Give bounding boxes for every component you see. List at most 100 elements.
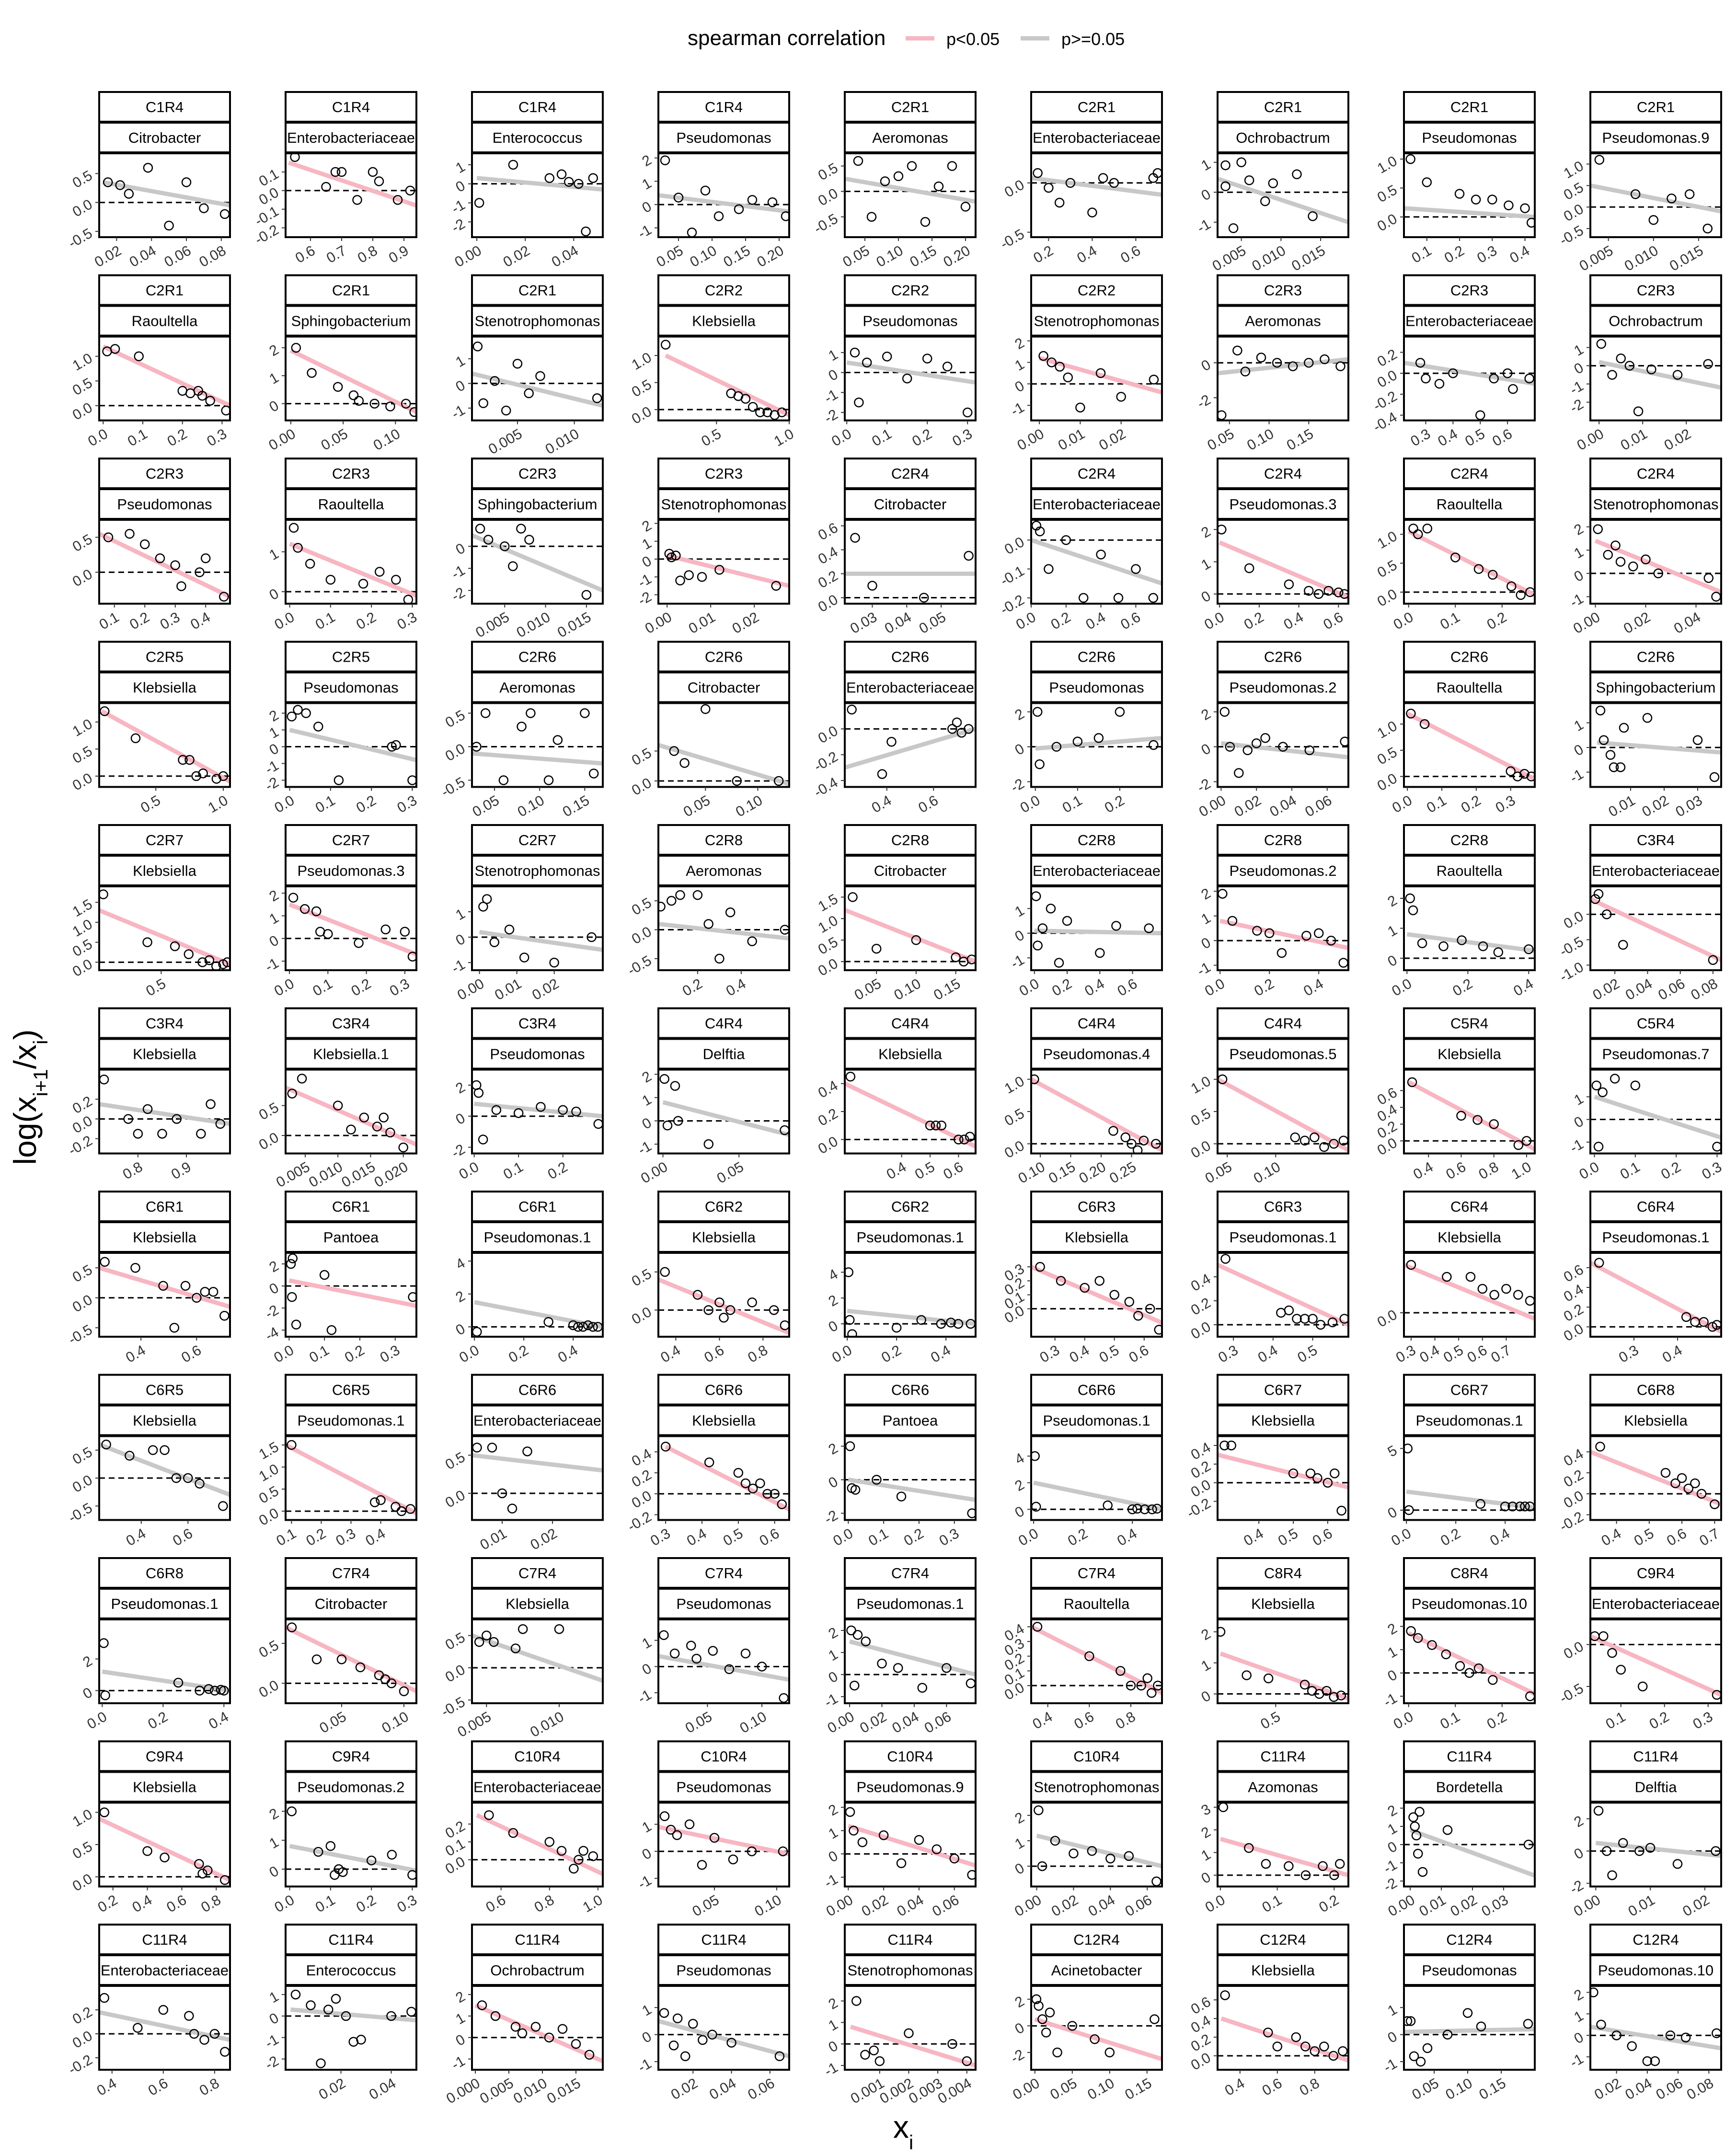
x-tick-label: 0.15 [907,242,939,270]
regression-line [1035,735,1162,751]
regression-line [288,161,416,208]
data-point [1108,1126,1118,1136]
y-tick-label: 0.0 [70,566,95,590]
data-point [1609,762,1619,772]
y-tick-label: -2 [1195,776,1214,796]
regression-line [849,1639,976,1677]
data-point [1326,935,1336,946]
y-tick-label: 0.4 [1002,1621,1027,1644]
facet-strip-taxon [1589,1221,1722,1253]
y-tick-label: 0.0 [443,1487,468,1511]
data-point [1646,364,1656,375]
y-tick-label: 0.0 [256,184,282,208]
panel-frame [844,1985,977,2071]
data-point [1065,178,1076,188]
y-tick-label: 0 [1199,741,1214,758]
panel-frame [657,1252,790,1338]
data-point [480,708,491,718]
data-point [293,705,303,715]
y-tick-label: 1.0 [816,913,841,936]
data-point [1147,1688,1157,1698]
facet-taxon-label: Klebsiella [1251,1412,1315,1429]
data-point [936,1120,947,1131]
panel-frame [844,152,977,238]
data-point [1607,1648,1617,1658]
facet-taxon-label: Klebsiella [692,1229,756,1246]
data-point [1634,1846,1644,1856]
regression-line [99,532,230,599]
data-point [725,907,736,917]
x-tick-label: 0.00 [643,609,675,637]
facet-taxon-label: Enterobacteriaceae [1592,1595,1720,1612]
panel-plot-area [1404,1260,1535,1321]
data-point [1422,2043,1433,2053]
data-point [197,957,207,967]
x-tick-label: 0.00 [455,975,487,1003]
y-tick-label: 2 [453,1079,468,1097]
x-tick-label: 0.10 [874,242,906,270]
facet-strip-group [657,1557,790,1589]
y-tick-label: 4 [826,1266,841,1284]
facet-strip-taxon [1217,1771,1349,1803]
facet-taxon-label: Raoultella [132,313,198,330]
data-point [1256,353,1266,363]
panel-plot-area [845,1267,976,1337]
data-point [1063,372,1073,383]
data-point [849,1825,859,1836]
data-point [947,2039,957,2049]
x-tick-label: 0.4 [1660,1342,1685,1365]
x-tick-label: 0.2 [1316,1892,1342,1915]
panel-plot-area [1590,155,1721,234]
data-point [558,1105,568,1115]
data-point [1473,1663,1484,1674]
facet-group-label: C11R4 [887,1931,932,1948]
regression-line [289,348,416,414]
facet-strip-taxon [844,488,977,520]
x-tick-label: 0.3 [378,1342,403,1365]
data-point [544,1837,555,1847]
data-point [307,368,317,378]
data-point [1220,1990,1230,2000]
data-point [1489,1290,1499,1300]
facet-taxon-label: Pseudomonas.10 [1412,1595,1527,1612]
y-tick-label: 0.0 [1561,908,1587,932]
y-tick-label: 0 [826,2038,841,2056]
data-point [170,560,180,571]
x-tick-label: 0.2 [1031,242,1056,266]
data-point [581,590,592,600]
y-tick-label: 0.3 [1002,1261,1027,1284]
data-point [478,902,488,912]
facet-strip-taxon [1403,1038,1536,1070]
data-point [504,924,515,935]
x-tick-label: 0.2 [545,1159,571,1182]
facet-strip-group [1030,1007,1163,1039]
facet-group-label: C2R6 [1637,649,1675,665]
data-point [99,1807,110,1817]
panel-frame [471,1435,604,1521]
x-tick-label: 0.02 [316,2075,348,2103]
data-point [659,1811,670,1821]
data-point [872,1475,882,1485]
x-tick-label: 0.0 [830,1525,856,1549]
regression-line [1409,1828,1535,1878]
facet-strip-taxon [844,1771,977,1803]
y-tick-label: 4 [1012,1450,1027,1468]
data-point [396,1506,407,1516]
data-point [1113,593,1124,603]
panel-frame [98,335,231,422]
x-tick-label: 0.01 [477,1525,509,1553]
x-tick-label: 0.04 [1086,1892,1118,1920]
facet-group-label: C3R4 [332,1015,370,1032]
x-tick-label: 0.1 [866,1525,891,1549]
y-tick-label: 1 [1012,903,1027,920]
panel-plot-area [472,1810,603,1876]
data-point [326,1325,337,1335]
panel-frame [98,702,231,788]
data-point [1457,935,1467,945]
x-tick-label: 0.05 [917,609,949,637]
